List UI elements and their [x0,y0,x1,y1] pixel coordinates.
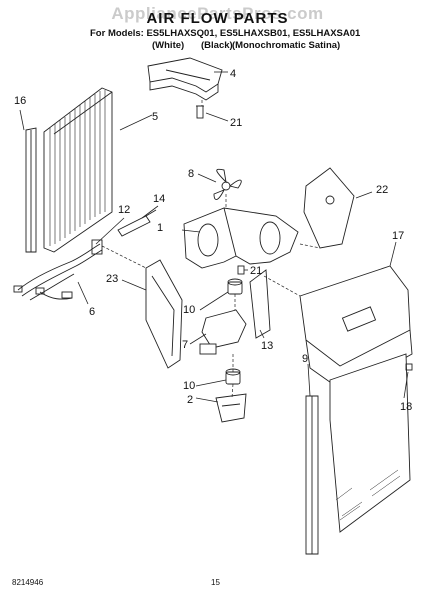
models-line: For Models: ES5LHAXSQ01, ES5LHAXSB01, ES… [90,28,361,39]
part-18-screw [405,363,413,371]
callout-1: 1 [157,222,163,234]
callout-labels: 1 2 4 5 6 7 8 9 10 10 12 13 14 16 17 18 … [14,68,412,413]
callout-4: 4 [230,68,236,80]
callout-17: 17 [392,230,404,242]
callout-23: 23 [106,273,118,285]
alignment-dashes [101,100,321,399]
callout-5: 5 [152,111,158,123]
document-number: 8214946 [12,578,44,587]
callout-9: 9 [302,353,308,365]
callout-21-lower: 21 [250,265,262,277]
part-5-coil [43,87,113,253]
part-7-fan-motor [199,309,247,355]
part-2-motor-bracket [215,393,247,423]
part-21-screw-middle [237,265,245,275]
page-title: AIR FLOW PARTS [146,10,289,27]
callout-14: 14 [153,193,165,205]
page-number: 15 [211,578,220,587]
part-23-side-panel [145,259,183,369]
callout-21-upper: 21 [230,117,242,129]
leader-lines [19,71,409,403]
variant-black: (Black) [201,40,233,51]
part-4-top-bracket [147,57,223,101]
callout-22: 22 [376,184,388,196]
callout-18: 18 [400,401,412,413]
variant-satina: (Monochromatic Satina) [232,40,341,51]
part-8-fan-blade [213,168,242,200]
part-1-air-duct [183,207,299,269]
callout-7: 7 [182,339,188,351]
callout-8: 8 [188,168,194,180]
part-16-foam-strip [25,127,37,253]
callout-16: 16 [14,95,26,107]
callout-10-upper: 10 [183,304,195,316]
part-21-screw-top [196,105,204,119]
callout-12: 12 [118,204,130,216]
part-12-wire-harness [13,239,103,301]
callout-10-lower: 10 [183,380,195,392]
part-10-grommet-upper [227,278,243,295]
part-14-sensor [117,209,157,237]
part-9-foam-strip [305,395,319,555]
part-22-rear-panel [303,167,355,249]
callout-13: 13 [261,340,273,352]
callout-2: 2 [187,394,193,406]
variant-white: (White) [152,40,185,51]
part-13-bracket [249,269,271,339]
lower-air-panel [329,353,411,533]
callout-6: 6 [89,306,95,318]
